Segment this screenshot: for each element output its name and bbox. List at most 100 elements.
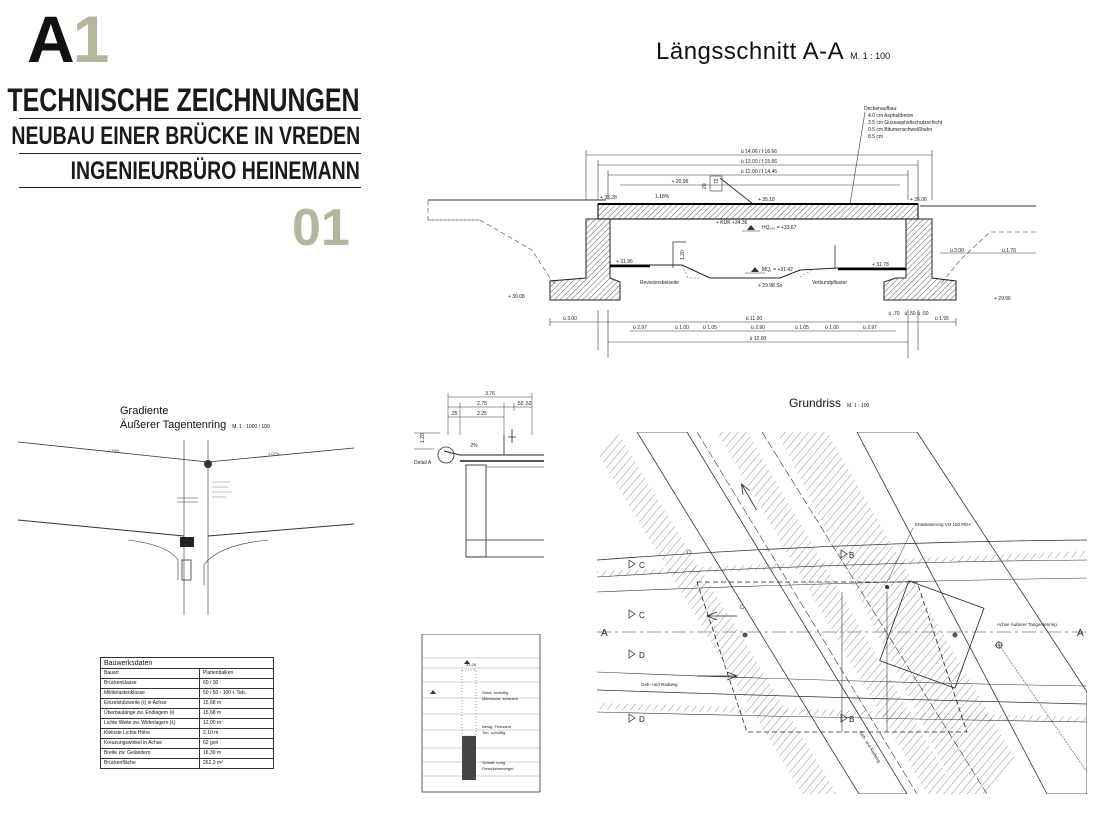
svg-text:ü .50: ü .50: [904, 311, 915, 317]
header-divider-1: [19, 118, 361, 119]
dim-small-h3: 1.20: [680, 250, 686, 260]
table-row: Lichte Weite zw. Widerlagern (ℓᵢ)12,00 m: [100, 718, 274, 729]
svg-text:4.0 cm Asphaltbeton: 4.0 cm Asphaltbeton: [868, 113, 914, 119]
svg-text:ü 12.00: ü 12.00: [750, 336, 767, 342]
label-paving: Verbundpflaster: [812, 280, 847, 286]
svg-text:ü 1.00: ü 1.00: [675, 325, 689, 331]
label-revision-side: Revisionsbeiseite: [640, 280, 679, 286]
water-sole: + 29.98 So: [758, 283, 783, 289]
dim-top-2: ü 13.00 / f 15.66: [741, 159, 777, 165]
marker-b-top: B: [849, 551, 854, 560]
longitudinal-section-drawing: Deckenaufbau: 4.0 cm Asphaltbeton 3.5 cm…: [427, 106, 1036, 358]
note-drainage: Entwässerung VO 150 PEH: [915, 522, 971, 527]
header-office: INGENIEURBÜRO HEINEMANN: [70, 157, 360, 185]
soil-top-elev: 33.28: [466, 662, 477, 667]
dim-small-h1: 20: [702, 183, 708, 189]
elev-right-deck: + 35.06: [910, 197, 927, 203]
header-title: TECHNISCHE ZEICHNUNGEN: [7, 82, 360, 118]
elev-foot-l: + 30.08: [508, 294, 525, 300]
table-row: Überbaulänge zw. Endlagern (ℓ)15,68 m: [100, 708, 274, 719]
svg-text:Ton, schluffig: Ton, schluffig: [482, 730, 505, 735]
detail-dim-e: .62: [525, 401, 532, 407]
section-scale: M. 1 : 100: [850, 51, 891, 61]
section-title-text: Längsschnitt A-A: [656, 38, 845, 65]
mq-label: MQ₁ = +31.42: [762, 267, 793, 273]
svg-text:ü .50: ü .50: [917, 311, 928, 317]
marker-b-bottom: B: [849, 715, 854, 724]
marker-c-top: C: [639, 561, 645, 570]
elev-center: + 35.18: [758, 197, 775, 203]
svg-text:ü 1.05: ü 1.05: [795, 325, 809, 331]
detail-dim-b: 2.25: [477, 411, 487, 417]
svg-text:ü 11.00: ü 11.00: [746, 316, 763, 322]
svg-text:Geschiebemergel: Geschiebemergel: [482, 766, 513, 771]
hq-label: HQ₁₀₀ = +33.67: [762, 225, 797, 231]
marker-d-mid: D: [639, 651, 645, 660]
detail-dim-d: .50: [517, 401, 524, 407]
header-divider-2: [19, 153, 361, 154]
detail-slope: 2%: [470, 443, 478, 449]
dim-top-1: ü 14.06 / f 16.66: [741, 149, 777, 155]
svg-text:Schluff, tonig: Schluff, tonig: [482, 760, 505, 765]
gradient-slope-left: 1.75%: [108, 448, 120, 453]
detail-dim-c: .25: [451, 411, 458, 417]
dim-small-h2: 72: [714, 178, 720, 184]
kuk-label: + KUK +34.36: [716, 220, 748, 226]
logo-number: 1: [72, 2, 110, 76]
gradiente-subtitle-text: Äußerer Tagentenring: [120, 419, 227, 431]
svg-text:3.5 cm Gussasphaltschutzschich: 3.5 cm Gussasphaltschutzschicht: [868, 120, 943, 126]
detail-dim-total: 3.76: [485, 391, 495, 397]
svg-text:ü 1.00: ü 1.00: [825, 325, 839, 331]
sheet-number: 01: [292, 199, 350, 257]
logo-letter: A: [27, 2, 75, 76]
detail-dim-h: 1.20: [420, 433, 426, 443]
section-title: Längsschnitt A-A M. 1 : 100: [656, 38, 890, 66]
gradiente-scale: M. 1 : 1000 / 100: [232, 424, 270, 430]
svg-text:ü 1.95: ü 1.95: [935, 316, 949, 322]
dim-top-3: ü 12.00 / f 14.46: [741, 169, 777, 175]
elev-foot-r: + 29.96: [994, 296, 1011, 302]
header-divider-3: [19, 187, 361, 188]
marker-c-mid: C: [639, 611, 645, 620]
slope-label: 1.18%: [655, 194, 670, 200]
gradient-profile-drawing: 1.75% 1.07%: [18, 440, 355, 615]
elev-l-inner: + 31.96: [616, 259, 633, 265]
dim-right-2: ü 1.70: [1002, 248, 1016, 254]
marker-a-right: A: [1077, 628, 1084, 639]
detail-label: Detail A: [414, 460, 432, 466]
dim-right-1: ü 3.00: [950, 248, 964, 254]
svg-text:kiesig, Feinsand: kiesig, Feinsand: [482, 724, 511, 729]
detail-dim-a: 2.75: [477, 401, 487, 407]
gradient-slope-right: 1.07%: [268, 451, 280, 456]
elev-r-inner: + 31.78: [872, 262, 889, 268]
svg-text:ü 2.97: ü 2.97: [863, 325, 877, 331]
svg-text:Sand, schluffig: Sand, schluffig: [482, 690, 508, 695]
detail-a-drawing: 3.76 2.75 2.25 .25 .50 .62 2% 1.20 Detai…: [414, 391, 544, 558]
svg-text:8.5 cm: 8.5 cm: [868, 134, 883, 140]
note-axis: Achse Äußerer Tangentenring: [997, 621, 1057, 627]
svg-text:ü 2.97: ü 2.97: [633, 325, 647, 331]
gradiente-title: Gradiente: [120, 405, 169, 417]
marker-d-bottom: D: [639, 715, 645, 724]
note-footpath: Geh- und Radweg: [641, 682, 678, 687]
gradiente-subtitle: Äußerer Tagentenring M. 1 : 1000 / 100: [120, 419, 270, 431]
svg-text:ü 3.00: ü 3.00: [563, 316, 577, 322]
grundriss-title-text: Grundriss: [789, 396, 842, 410]
svg-text:ü 2.90: ü 2.90: [751, 325, 765, 331]
deck-layer-notes: Deckenaufbau: 4.0 cm Asphaltbeton 3.5 cm…: [864, 106, 943, 140]
soil-profile-drawing: 33.28 Sand, schluffig Mittelsand, schwac…: [421, 634, 541, 793]
svg-text:Mittelsand, schwach: Mittelsand, schwach: [482, 696, 518, 701]
svg-text:Deckenaufbau:: Deckenaufbau:: [864, 106, 898, 112]
elev-left-deck: + 35.28: [600, 195, 617, 201]
plan-view-drawing: A A C C D D B B Entwässerung VO 150 PEH …: [597, 432, 1087, 794]
